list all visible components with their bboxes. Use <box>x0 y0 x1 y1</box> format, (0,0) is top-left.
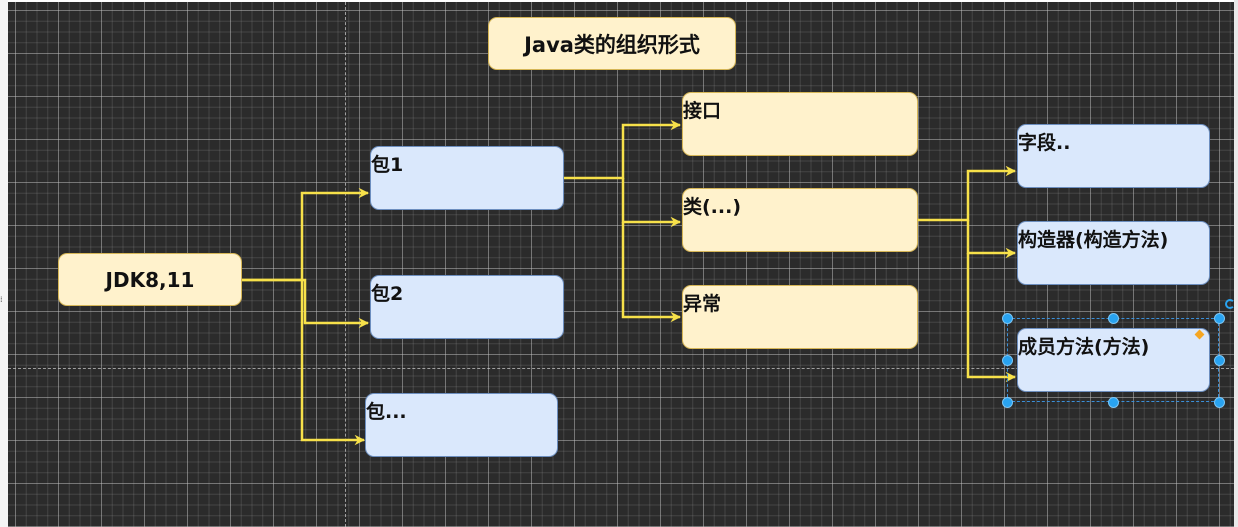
selection-outline <box>1007 318 1219 402</box>
member-node-label: 构造器(构造方法) <box>1018 229 1169 251</box>
resize-handle-top[interactable] <box>1108 313 1119 324</box>
package-node-1[interactable]: 包1 <box>370 146 564 210</box>
field-node[interactable]: 字段.. <box>1017 124 1210 188</box>
resize-handle-top-left[interactable] <box>1002 313 1013 324</box>
type-node-label: 类(...) <box>683 196 742 218</box>
package-node-label: 包... <box>366 401 407 423</box>
constructor-node[interactable]: 构造器(构造方法) <box>1017 221 1210 285</box>
rotate-handle-icon[interactable] <box>1225 299 1235 309</box>
package-node-2[interactable]: 包2 <box>370 275 564 339</box>
type-node-label: 接口 <box>683 100 722 122</box>
right-panel-edge <box>1234 0 1238 527</box>
package-node-label: 包1 <box>371 154 404 176</box>
resize-handle-bottom-left[interactable] <box>1002 397 1013 408</box>
interface-node[interactable]: 接口 <box>682 92 918 156</box>
resize-handle-bottom[interactable] <box>1108 397 1119 408</box>
exception-node[interactable]: 异常 <box>682 285 918 349</box>
package-node-more[interactable]: 包... <box>365 393 558 457</box>
resize-handle-bottom-right[interactable] <box>1214 397 1225 408</box>
title-node[interactable]: Java类的组织形式 <box>488 17 736 70</box>
title-text: Java类的组织形式 <box>524 32 700 57</box>
resize-handle-top-right[interactable] <box>1214 313 1225 324</box>
resize-handle-left[interactable] <box>1002 355 1013 366</box>
resize-handle-right[interactable] <box>1214 355 1225 366</box>
method-node[interactable]: 成员方法(方法) <box>1017 328 1210 392</box>
left-panel-edge <box>0 0 8 527</box>
member-node-label: 成员方法(方法) <box>1018 336 1150 358</box>
package-node-label: 包2 <box>371 283 404 305</box>
root-node-jdk[interactable]: JDK8,11 <box>58 253 242 306</box>
member-node-label: 字段.. <box>1018 132 1071 154</box>
type-node-label: 异常 <box>683 293 722 315</box>
vertical-guide-line <box>345 2 346 527</box>
root-node-label: JDK8,11 <box>105 267 195 292</box>
panel-resize-grip-icon[interactable]: ⁞ <box>0 295 3 304</box>
class-node[interactable]: 类(...) <box>682 188 918 252</box>
horizontal-guide-line <box>8 368 1234 369</box>
